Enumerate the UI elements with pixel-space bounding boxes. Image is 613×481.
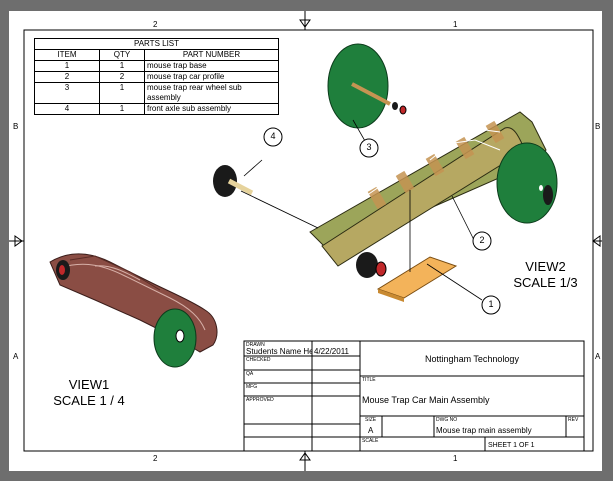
dwg-no-label: DWG NO bbox=[436, 417, 458, 423]
view2-scale: SCALE 1/3 bbox=[513, 275, 578, 290]
parts-item: 4 bbox=[34, 103, 100, 115]
size-label: SIZE bbox=[365, 417, 377, 423]
parts-header-item: ITEM bbox=[34, 49, 100, 61]
parts-row: 2 2 mouse trap car profile bbox=[34, 71, 279, 83]
front-axle bbox=[227, 178, 254, 196]
balloon-3 bbox=[359, 138, 379, 158]
company-name: Nottingham Technology bbox=[425, 354, 519, 364]
centering-arrows bbox=[14, 19, 601, 461]
zone-right-b: B bbox=[595, 122, 601, 131]
balloon-2 bbox=[472, 231, 492, 251]
qa-label: QA bbox=[246, 371, 254, 377]
dwg-no-value: Mouse trap main assembly bbox=[436, 426, 532, 435]
zone-top-2: 2 bbox=[153, 20, 158, 29]
zone-right-a: A bbox=[595, 352, 601, 361]
parts-qty: 2 bbox=[99, 71, 145, 83]
drawing-title: Mouse Trap Car Main Assembly bbox=[362, 395, 490, 405]
zone-left-b: B bbox=[13, 122, 19, 131]
size-value: A bbox=[368, 426, 374, 435]
parts-header-part-number: PART NUMBER bbox=[144, 49, 279, 61]
parts-part-number: mouse trap car profile bbox=[144, 71, 279, 83]
approved-label: APPROVED bbox=[246, 397, 274, 403]
zone-top-1: 1 bbox=[453, 20, 458, 29]
balloon-3-label: 3 bbox=[366, 142, 372, 152]
parts-row: 1 1 mouse trap base bbox=[34, 60, 279, 72]
parts-item: 1 bbox=[34, 60, 100, 72]
front-wheel-left bbox=[213, 165, 237, 197]
title-block-grid bbox=[243, 340, 585, 452]
view2-exploded-assembly bbox=[213, 43, 558, 315]
view1-car bbox=[49, 253, 218, 368]
parts-list-title: PARTS LIST bbox=[34, 38, 279, 50]
drawn-date: 4/22/2011 bbox=[314, 347, 349, 356]
view2-name: VIEW2 bbox=[525, 259, 566, 274]
mfg-label: MFG bbox=[246, 384, 258, 390]
parts-part-number: mouse trap rear wheel sub assembly bbox=[144, 82, 279, 104]
parts-list-table: PARTS LIST ITEM QTY PART NUMBER 1 1 mous… bbox=[34, 38, 279, 115]
view1-name: VIEW1 bbox=[68, 377, 110, 392]
rev-label: REV bbox=[568, 417, 579, 423]
parts-row: 3 1 mouse trap rear wheel sub assembly bbox=[34, 82, 279, 104]
zone-bottom-1: 1 bbox=[453, 454, 458, 463]
parts-part-number: front axle sub assembly bbox=[144, 103, 279, 115]
front-wheel-right bbox=[356, 252, 378, 278]
car-profile-rail-2 bbox=[321, 127, 526, 267]
view1-scale: SCALE 1 / 4 bbox=[53, 393, 125, 408]
parts-qty: 1 bbox=[99, 82, 145, 104]
mouse-trap-base bbox=[376, 256, 458, 299]
view2-label: VIEW2 SCALE 1/3 bbox=[508, 259, 583, 291]
balloon-1 bbox=[481, 295, 501, 315]
parts-item: 2 bbox=[34, 71, 100, 83]
title-label: TITLE bbox=[362, 377, 376, 383]
scale-label: SCALE bbox=[362, 438, 379, 444]
drawn-label: DRAWN bbox=[246, 342, 265, 348]
balloon-leaders bbox=[240, 119, 483, 301]
parts-qty: 1 bbox=[99, 103, 145, 115]
drawn-by-value: Students Name Here bbox=[246, 347, 312, 356]
checked-label: CHECKED bbox=[246, 357, 271, 363]
parts-qty: 1 bbox=[99, 60, 145, 72]
rear-wheel-right bbox=[496, 142, 558, 224]
parts-item: 3 bbox=[34, 82, 100, 104]
zone-bottom-2: 2 bbox=[153, 454, 158, 463]
balloon-1-label: 1 bbox=[488, 299, 494, 309]
balloon-2-label: 2 bbox=[479, 235, 485, 245]
parts-row: 4 1 front axle sub assembly bbox=[34, 103, 279, 115]
view1-label: VIEW1 SCALE 1 / 4 bbox=[44, 377, 134, 409]
sheet-number: SHEET 1 OF 1 bbox=[488, 442, 535, 449]
rear-axle bbox=[351, 82, 391, 106]
balloon-4-label: 4 bbox=[270, 131, 276, 141]
parts-part-number: mouse trap base bbox=[144, 60, 279, 72]
zone-left-a: A bbox=[13, 352, 19, 361]
balloon-4 bbox=[263, 127, 283, 147]
parts-header-qty: QTY bbox=[99, 49, 145, 61]
